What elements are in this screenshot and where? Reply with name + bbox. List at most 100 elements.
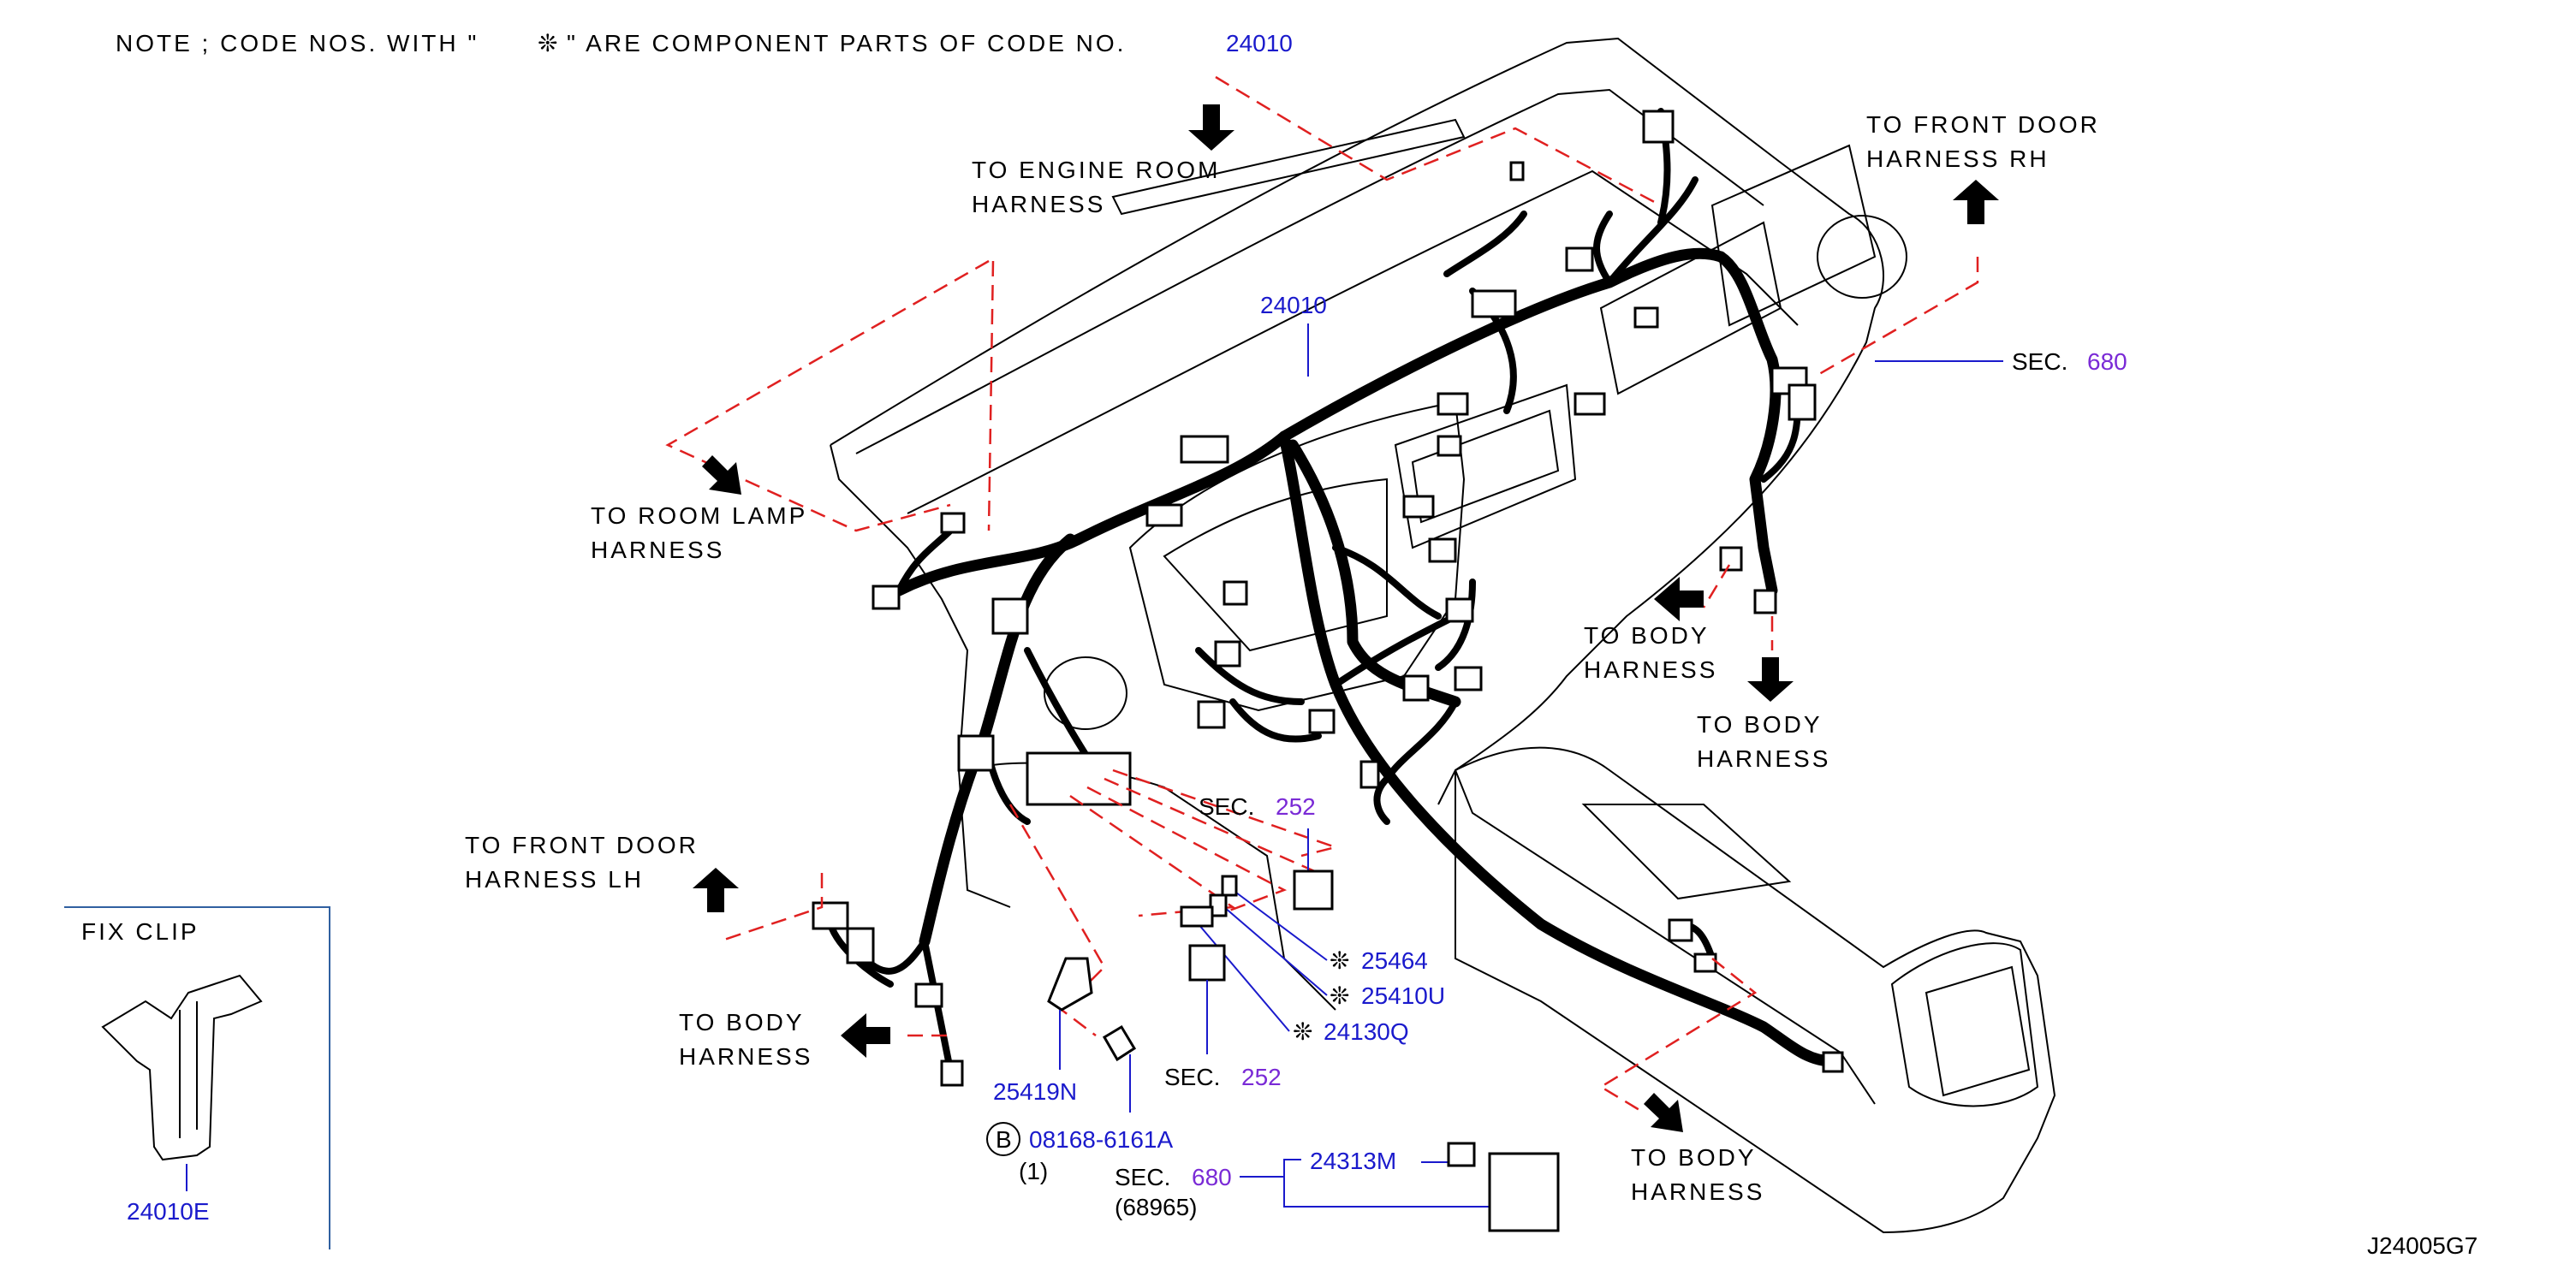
fix-clip-code: 24010E	[127, 1198, 210, 1225]
sec-prefix-680-bottom: SEC.	[1115, 1164, 1170, 1190]
relay-part	[1293, 869, 1334, 911]
connector	[957, 734, 995, 772]
connector	[1428, 537, 1457, 563]
connector	[1788, 383, 1817, 421]
note-symbol: ❊	[538, 30, 560, 56]
label-body-3a: TO BODY	[679, 1009, 805, 1036]
label-body-2b: HARNESS	[1697, 745, 1830, 772]
part-24130q: 24130Q	[1324, 1018, 1409, 1045]
bolt-circle-letter: B	[996, 1126, 1012, 1153]
connector	[812, 901, 849, 930]
label-front-door-rh-1: TO FRONT DOOR	[1866, 111, 2100, 138]
connector	[1437, 392, 1469, 416]
control-module	[1488, 1152, 1560, 1232]
connector	[1565, 246, 1594, 272]
label-body-2a: TO BODY	[1697, 711, 1823, 738]
connector	[1719, 546, 1743, 572]
connector	[846, 927, 875, 964]
part-24010: 24010	[1260, 292, 1327, 318]
sec-680-bottom-sub: (68965)	[1115, 1194, 1198, 1220]
part-25410u: 25410U	[1361, 982, 1445, 1009]
connector	[1822, 1051, 1844, 1073]
note-line: NOTE ; CODE NOS. WITH " ❊ " ARE COMPONEN…	[116, 30, 1293, 56]
label-body-1b: HARNESS	[1584, 656, 1717, 683]
connectors	[812, 110, 1844, 1087]
small-part	[1180, 905, 1214, 928]
bolt-part	[1102, 1024, 1137, 1062]
connector	[940, 1059, 964, 1087]
direction-labels: TO ENGINE ROOM HARNESS TO ROOM LAMP HARN…	[465, 111, 2100, 1205]
label-body-4a: TO BODY	[1631, 1144, 1757, 1171]
connector-block	[1026, 751, 1132, 806]
sec-252-lower: 252	[1241, 1064, 1282, 1090]
connector	[1402, 674, 1430, 702]
part-callouts: 24010 SEC. 680 SEC. 252 ❊ 25464 ❊ 25410U…	[986, 292, 2127, 1232]
fix-clip-title: FIX CLIP	[81, 918, 199, 945]
label-room-lamp-2: HARNESS	[591, 537, 724, 563]
connector	[1402, 495, 1435, 519]
part-24313m: 24313M	[1310, 1148, 1396, 1174]
figure-id: J24005G7	[2367, 1232, 2478, 1259]
sec-680-bottom: 680	[1192, 1164, 1232, 1190]
bolt-qty: (1)	[1019, 1158, 1048, 1184]
connector	[1509, 161, 1525, 181]
connector	[1197, 700, 1226, 729]
arrow-up-icon	[1953, 180, 1999, 224]
label-body-1a: TO BODY	[1584, 622, 1710, 649]
small-part	[1221, 875, 1238, 897]
connector	[1214, 640, 1241, 668]
part-25464: 25464	[1361, 947, 1428, 974]
connector	[991, 597, 1029, 635]
sec-prefix-252-lower: SEC.	[1164, 1064, 1220, 1090]
connector	[1223, 580, 1248, 606]
note-code: 24010	[1226, 30, 1293, 56]
arrow-down-icon	[1188, 104, 1234, 151]
connector	[1693, 952, 1717, 973]
connector	[940, 512, 966, 534]
connector	[1454, 666, 1483, 691]
sec-prefix-top: SEC.	[2012, 348, 2067, 375]
connector	[1308, 709, 1336, 734]
label-front-door-lh-1: TO FRONT DOOR	[465, 832, 699, 858]
arrow-left-icon	[841, 1013, 890, 1058]
connector	[872, 585, 901, 610]
sec-680-top: 680	[2087, 348, 2127, 375]
label-engine-room-2: HARNESS	[972, 191, 1105, 217]
connector	[1437, 435, 1462, 457]
small-part	[1209, 893, 1228, 917]
component-symbol-2: ❊	[1330, 982, 1349, 1009]
connector	[1445, 597, 1474, 623]
label-front-door-rh-2: HARNESS RH	[1866, 145, 2049, 172]
label-front-door-lh-2: HARNESS LH	[465, 866, 644, 893]
connector	[1359, 760, 1380, 789]
sec-prefix-252-upper: SEC.	[1199, 793, 1254, 820]
connector	[1633, 306, 1659, 329]
connector	[1180, 435, 1229, 464]
instrument-panel-outline	[830, 37, 1907, 1011]
bracket-part	[1047, 957, 1093, 1012]
bolt-circle-icon	[986, 1122, 1020, 1156]
label-room-lamp-1: TO ROOM LAMP	[591, 502, 807, 529]
connector	[914, 982, 943, 1008]
connector	[1753, 589, 1777, 614]
direction-arrows	[693, 104, 1999, 1132]
component-symbol-3: ❊	[1293, 1018, 1312, 1045]
small-part	[1447, 1142, 1476, 1167]
label-engine-room-1: TO ENGINE ROOM	[972, 157, 1220, 183]
arrow-down-icon	[1747, 657, 1794, 702]
connector	[1642, 110, 1675, 144]
connector	[1668, 918, 1693, 942]
arrow-down-right-icon	[702, 455, 741, 495]
center-console-outline	[1455, 746, 2056, 1234]
note-suffix: " ARE COMPONENT PARTS OF CODE NO.	[567, 30, 1126, 56]
component-symbol-1: ❊	[1330, 947, 1349, 974]
arrow-left-icon	[1654, 577, 1704, 621]
note-prefix: NOTE ; CODE NOS. WITH "	[116, 30, 479, 56]
relay-part	[1188, 944, 1226, 982]
connector	[1145, 503, 1183, 527]
label-body-4b: HARNESS	[1631, 1178, 1764, 1205]
arrow-down-right-icon	[1644, 1093, 1683, 1132]
label-body-3b: HARNESS	[679, 1043, 812, 1070]
connector	[1574, 392, 1606, 416]
